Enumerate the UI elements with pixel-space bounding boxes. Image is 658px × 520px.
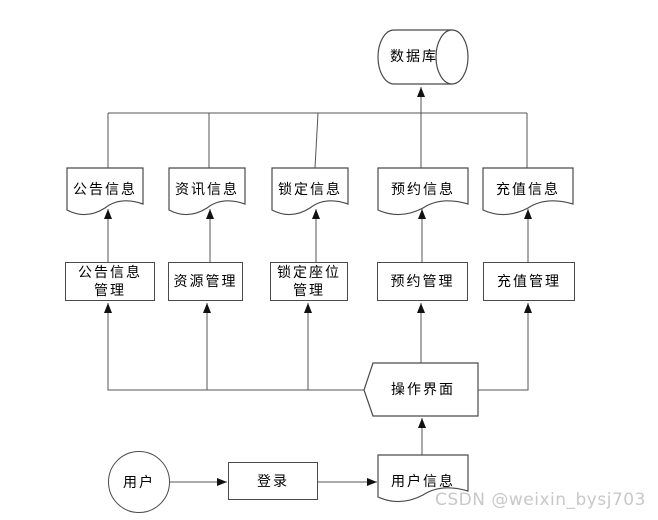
arrow-interface-to-announce-mgr (104, 303, 364, 391)
doc-shape-news-info (168, 167, 246, 216)
user-label: 用户 (123, 475, 155, 491)
login-label: 登录 (257, 474, 289, 490)
doc-label-announce-info: 公告信息 (73, 182, 137, 198)
manager-box-lock-seat: 锁定座位 管理 (270, 262, 348, 301)
interface-label: 操作界面 (391, 382, 455, 398)
doc-label-lock-info: 锁定信息 (278, 182, 342, 198)
database-cylinder-shape (377, 29, 452, 85)
manager-box-announce-line1: 公告信息 (78, 264, 142, 281)
doc-label-news-info: 资讯信息 (175, 182, 239, 198)
doc-shape-lock-info (271, 167, 349, 216)
connector-drop-lock (314, 112, 319, 169)
login-box: 登录 (228, 462, 318, 500)
manager-box-recharge: 充值管理 (483, 262, 575, 301)
doc-label-reserve-info: 预约信息 (391, 182, 455, 198)
doc-label-recharge-info: 充值信息 (496, 182, 560, 198)
doc-shape-reserve-info (377, 167, 469, 216)
doc-shape-announce-info (66, 167, 144, 216)
arrow-interface-to-recharge-mgr (478, 303, 532, 391)
manager-box-announce-line2: 管理 (94, 282, 126, 299)
manager-box-lock-seat-line2: 管理 (293, 282, 325, 299)
manager-box-announce: 公告信息 管理 (65, 262, 155, 301)
interface-shape (363, 362, 479, 417)
manager-box-reserve-line1: 预约管理 (390, 273, 455, 290)
user-info-label: 用户信息 (391, 474, 455, 490)
doc-shape-user-info (377, 454, 469, 503)
database-label: 数据库 (390, 49, 438, 65)
manager-box-lock-seat-line1: 锁定座位 (277, 264, 341, 281)
database-cylinder-face (435, 29, 469, 85)
watermark-text: CSDN @weixin_bysj703 (435, 490, 646, 510)
manager-box-reserve: 预约管理 (377, 262, 468, 301)
manager-box-resource: 资源管理 (168, 262, 243, 301)
manager-box-resource-line1: 资源管理 (173, 273, 238, 290)
user-circle: 用户 (108, 451, 170, 513)
manager-box-recharge-line1: 充值管理 (497, 273, 561, 290)
doc-shape-recharge-info (482, 167, 574, 216)
